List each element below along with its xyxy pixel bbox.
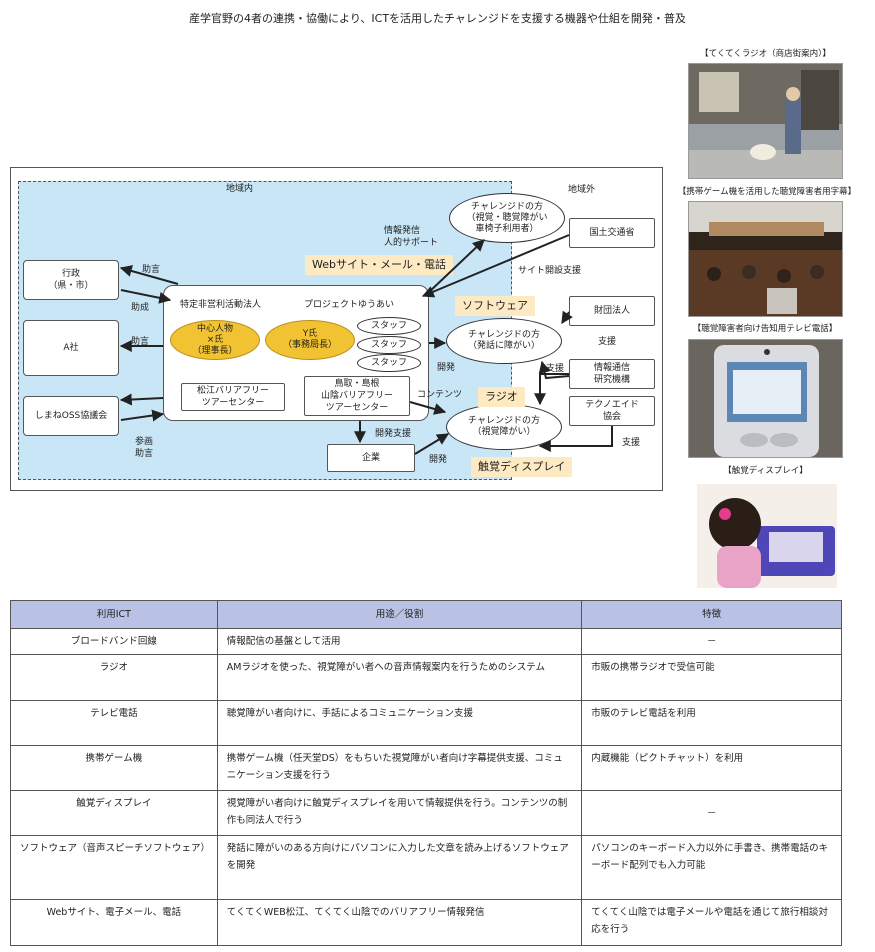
table-cell-usage: 視覚障がい者向けに触覚ディスプレイを用いて情報提供を行う。コンテンツの制作も同法…	[216, 790, 583, 836]
table-row: テレビ電話 聴覚障がい者向けに、手話によるコミュニケーション支援 市販のテレビ電…	[10, 700, 842, 746]
table-cell-ict: テレビ電話	[10, 700, 218, 746]
table-header-feature: 特徴	[581, 600, 842, 629]
highlight-tactile: 触覚ディスプレイ	[471, 457, 573, 477]
staff-node-1: スタッフ	[357, 317, 421, 335]
table-cell-usage: てくてくWEB松江、てくてく山陰でのバリアフリー情報発信	[216, 899, 583, 946]
table-row: Webサイト、電子メール、電話 てくてくWEB松江、てくてく山陰でのバリアフリー…	[10, 899, 842, 946]
label-joho: 情報発信 人的サポート	[384, 226, 439, 248]
staff-node-3: スタッフ	[357, 354, 421, 372]
table-row: ラジオ AMラジオを使った、視覚障がい者への音声情報案内を行うためのシステム 市…	[10, 654, 842, 701]
table-row: ブロードバンド回線 情報配信の基盤として活用 －	[10, 628, 842, 655]
nict-box: 情報通信 研究機構	[569, 359, 655, 389]
label-sankaku: 参画 助言	[135, 437, 154, 459]
photo-caption-radio: 【てくてくラジオ（商店街案内）】	[700, 49, 831, 59]
x-person-node: 中心人物 ×氏 （理事長）	[170, 320, 260, 360]
table-cell-ict: ブロードバンド回線	[10, 628, 218, 655]
photo-tactile	[697, 484, 837, 588]
highlight-web: Webサイト・メール・電話	[305, 255, 453, 275]
gyosei-box: 行政 （県・市）	[23, 260, 119, 300]
table-cell-usage: 聴覚障がい者向けに、手話によるコミュニケーション支援	[216, 700, 583, 746]
label-josei: 助成	[131, 303, 150, 313]
tottori-center-box: 鳥取・島根 山陰バリアフリー ツアーセンター	[304, 376, 410, 416]
project-name: プロジェクトゆうあい	[304, 300, 395, 310]
label-shien-2: 支援	[546, 364, 565, 374]
table-cell-usage: AMラジオを使った、視覚障がい者への音声情報案内を行うためのシステム	[216, 654, 583, 701]
table-header-row: 利用ICT 用途／役割 特徴	[10, 600, 842, 629]
highlight-radio: ラジオ	[478, 387, 525, 407]
kigyo-box: 企業	[327, 444, 415, 472]
label-jogen-a: 助言	[131, 337, 150, 347]
label-kaihatsu-1: 開発	[437, 363, 456, 373]
label-shien-3: 支援	[622, 438, 641, 448]
table-cell-feature: てくてく山陰では電子メールや電話を通じて旅行相談対応を行う	[581, 899, 842, 946]
table-cell-feature: パソコンのキーボード入力以外に手書き、携帯電話のキーボード配列でも入力可能	[581, 835, 842, 900]
a-sha-box: A社	[23, 320, 119, 376]
photo-caption-tactile: 【触覚ディスプレイ】	[723, 466, 808, 476]
npo-title: 特定非営利活動法人	[180, 300, 262, 310]
table-header-usage: 用途／役割	[216, 600, 583, 629]
label-contents: コンテンツ	[417, 390, 463, 400]
highlight-software: ソフトウェア	[455, 296, 535, 316]
challenged-mid-node: チャレンジドの方 （発話に障がい）	[446, 318, 562, 364]
photo-radio	[688, 63, 843, 179]
table-cell-ict: 触覚ディスプレイ	[10, 790, 218, 836]
staff-node-2: スタッフ	[357, 336, 421, 354]
ict-table: 利用ICT 用途／役割 特徴 ブロードバンド回線 情報配信の基盤として活用 － …	[10, 600, 842, 946]
region-outer-label: 地域外	[568, 185, 596, 195]
table-row: 携帯ゲーム機 携帯ゲーム機（任天堂DS）をもちいた視覚障がい者向け字幕提供支援、…	[10, 745, 842, 791]
table-header-ict: 利用ICT	[10, 600, 218, 629]
label-kaihatsu-2: 開発	[429, 455, 448, 465]
label-kaihatsu-shien: 開発支援	[375, 429, 412, 439]
table-cell-feature: －	[581, 790, 842, 836]
table-cell-usage: 発話に障がいのある方向けにパソコンに入力した文章を読み上げるソフトウェアを開発	[216, 835, 583, 900]
challenged-top-node: チャレンジドの方 （視覚・聴覚障がい 車椅子利用者）	[449, 193, 565, 243]
table-cell-ict: ラジオ	[10, 654, 218, 701]
photo-caption-game: 【携帯ゲーム機を活用した聴覚障害者用字幕】	[677, 187, 857, 197]
table-cell-feature: －	[581, 628, 842, 655]
page-title: 産学官野の4者の連携・協働により、ICTを活用したチャレンジドを支援する機器や仕…	[189, 12, 686, 25]
table-cell-usage: 情報配信の基盤として活用	[216, 628, 583, 655]
table-cell-feature: 市販のテレビ電話を利用	[581, 700, 842, 746]
mlit-box: 国土交通省	[569, 218, 655, 248]
foundation-box: 財団法人	[569, 296, 655, 326]
table-cell-feature: 市販の携帯ラジオで受信可能	[581, 654, 842, 701]
technoaid-box: テクノエイド 協会	[569, 396, 655, 426]
table-cell-ict: ソフトウェア（音声スピーチソフトウェア）	[10, 835, 218, 900]
photo-tvphone	[688, 339, 843, 458]
label-site: サイト開設支援	[518, 266, 582, 276]
table-cell-ict: Webサイト、電子メール、電話	[10, 899, 218, 946]
table-cell-ict: 携帯ゲーム機	[10, 745, 218, 791]
challenged-bot-node: チャレンジドの方 （視覚障がい）	[446, 404, 562, 450]
photo-game	[688, 201, 843, 317]
y-person-node: Y氏 （事務局長）	[265, 320, 355, 360]
label-jogen-gyosei: 助言	[142, 265, 161, 275]
table-row: ソフトウェア（音声スピーチソフトウェア） 発話に障がいのある方向けにパソコンに入…	[10, 835, 842, 900]
table-cell-feature: 内蔵機能（ピクトチャット）を利用	[581, 745, 842, 791]
matsue-center-box: 松江バリアフリー ツアーセンター	[181, 383, 285, 411]
table-row: 触覚ディスプレイ 視覚障がい者向けに触覚ディスプレイを用いて情報提供を行う。コン…	[10, 790, 842, 836]
photo-caption-tvphone: 【聴覚障害者向け告知用テレビ電話】	[692, 324, 838, 334]
table-cell-usage: 携帯ゲーム機（任天堂DS）をもちいた視覚障がい者向け字幕提供支援、コミュニケーシ…	[216, 745, 583, 791]
label-shien-1: 支援	[598, 337, 617, 347]
shimane-oss-box: しまねOSS協議会	[23, 396, 119, 436]
region-inner-label: 地域内	[226, 184, 254, 194]
